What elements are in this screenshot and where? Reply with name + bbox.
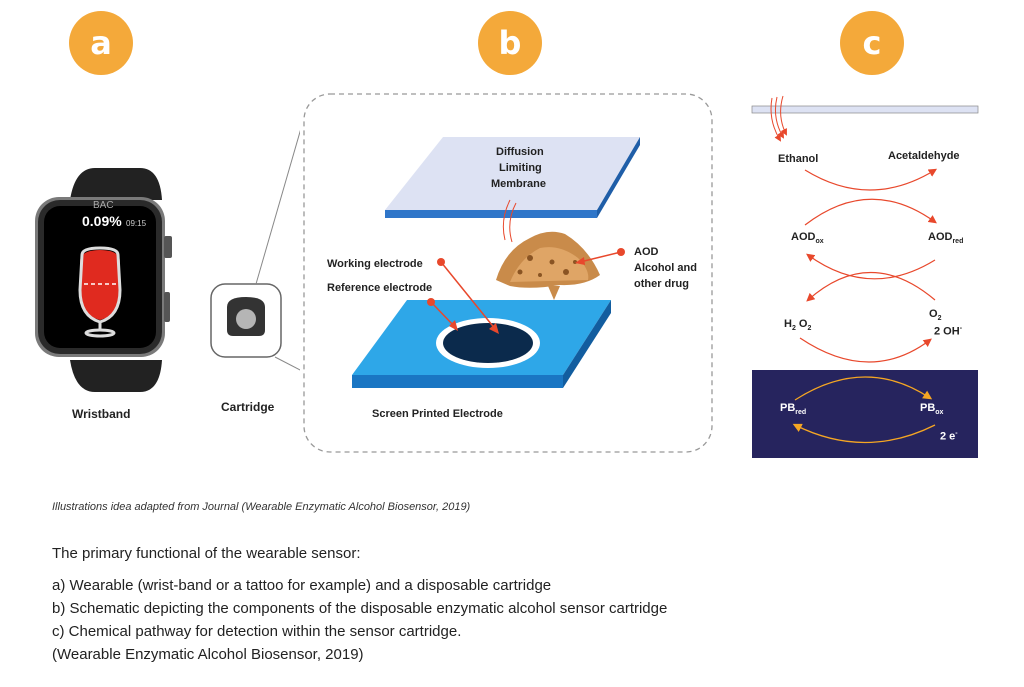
electrons-label: 2 e- [940,430,958,443]
membrane-strip [751,105,979,114]
arrow-ethanol-acetaldehyde [804,168,938,191]
working-electrode-label: Working electrode [327,258,423,270]
panel-c-graphic [751,95,979,458]
prussian-blue-box [752,370,978,458]
description-line-a: a) Wearable (wrist-band or a tattoo for … [52,577,552,594]
panel-b-frame [303,93,713,453]
h2o2-label: H2 O2 [784,318,812,333]
glass-outline [78,246,122,324]
ethanol-label: Ethanol [778,153,819,165]
aod-ox-label: AODox [791,231,824,246]
watch-bac-label: BAC [93,200,114,211]
membrane-label-2: Limiting [499,162,542,174]
membrane-label-1: Diffusion [496,146,544,158]
aod-label-3: other drug [634,278,689,290]
o2-label: O2 [929,308,942,323]
aod-label-1: AOD [634,246,659,258]
description-line-c: c) Chemical pathway for detection within… [52,623,462,640]
aod-label-2: Alcohol and [634,262,697,274]
acetaldehyde-label: Acetaldehyde [888,150,960,162]
watch-band-bottom [70,360,162,392]
description: The primary functional of the wearable s… [52,542,667,666]
arrow-aodred-aodox [806,253,936,280]
badge-b: b [478,11,542,75]
panel-b-graphic [303,93,713,453]
badge-c: c [840,11,904,75]
cartridge-label: Cartridge [221,400,275,414]
panel-a-graphic [35,130,300,392]
membrane-top [385,137,640,210]
description-reference: (Wearable Enzymatic Alcohol Biosensor, 2… [52,646,364,663]
arrow-o2-h2o2 [806,272,936,302]
figure-caption: Illustrations idea adapted from Journal … [52,501,471,513]
cartridge-sensor [236,309,256,329]
aod-red-label: AODred [928,231,964,246]
reference-electrode-label: Reference electrode [327,282,433,294]
arrow-pbred-pbox [794,376,933,401]
watch-side-button [164,292,170,322]
oh-label: 2 OH- [934,325,963,338]
arrow-electrons-pbred [792,423,936,444]
watch-time: 09:15 [126,219,147,228]
watch-band-top [70,168,162,200]
watch-bac-value: 0.09% [82,213,122,229]
screen-printed-label: Screen Printed Electrode [372,408,503,420]
watch-crown [164,236,172,258]
description-heading: The primary functional of the wearable s… [52,545,361,562]
glass-liquid [80,250,120,320]
pb-ox-label: PBox [920,402,944,417]
pb-red-label: PBred [780,402,807,417]
wristband-label: Wristband [72,407,131,421]
membrane-label-3: Membrane [491,178,547,190]
arrow-aodox-aodred [804,198,937,226]
arrow-h2o2-oh [799,337,932,363]
description-line-b: b) Schematic depicting the components of… [52,600,668,617]
badge-a: a [69,11,133,75]
